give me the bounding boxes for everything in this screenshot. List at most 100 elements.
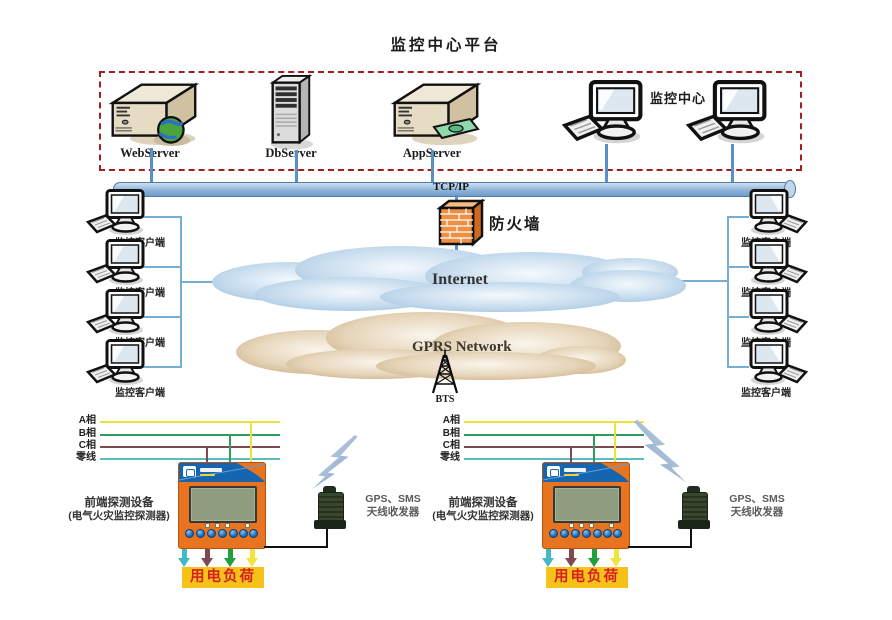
client-workstation-icon: [744, 189, 808, 237]
connector-line: [431, 150, 434, 184]
app-card-icon: [432, 118, 480, 140]
load-arrow-green: [224, 549, 237, 567]
client-workstation-icon: [86, 239, 150, 287]
device-button: [571, 529, 580, 538]
device-button: [560, 529, 569, 538]
load-arrow-cyan: [542, 549, 555, 567]
device-subtitle: (电气火灾监控探测器): [432, 510, 534, 522]
client-stub: [137, 366, 182, 368]
wireless-bolt-icon: [312, 435, 358, 489]
connector-line: [150, 148, 153, 184]
indicator-led: [225, 523, 230, 528]
client-workstation-icon: [744, 239, 808, 287]
monitoring-center-label: 监控中心: [649, 91, 706, 106]
device-subtitle: (电气火灾监控探测器): [68, 510, 170, 522]
gps-sms-line1: GPS、SMS: [729, 493, 785, 505]
gps-sms-line2: 天线收发器: [730, 506, 784, 518]
client-stub: [727, 366, 749, 368]
phase-tap: [593, 434, 595, 463]
indicator-led: [569, 523, 574, 528]
phase-c-label: C相: [78, 440, 96, 451]
db-server-label: DbServer: [265, 146, 317, 160]
device-label: 前端探测设备 (电气火灾监控探测器): [426, 497, 540, 523]
device-button: [239, 529, 248, 538]
gps-sms-line1: GPS、SMS: [365, 493, 421, 505]
antenna-transceiver-icon: [687, 486, 700, 494]
client-stub: [137, 316, 182, 318]
indicator-led: [579, 523, 584, 528]
load-arrow-yellow: [610, 549, 623, 567]
client-stub: [137, 216, 182, 218]
client-label: 监控客户端: [115, 388, 165, 399]
load-arrow-maroon: [565, 549, 578, 567]
client-label: 监控客户端: [741, 388, 791, 399]
client-workstation-icon: [86, 339, 150, 387]
connector-line: [731, 144, 734, 184]
electric-load-box: 用电负荷: [546, 567, 628, 588]
phase-tap: [229, 434, 231, 463]
client-stub: [137, 266, 182, 268]
page-title: 监控中心平台: [390, 37, 502, 54]
antenna-wire: [264, 546, 328, 548]
device-button: [603, 529, 612, 538]
phase-a-line: [100, 421, 280, 423]
device-header: [543, 463, 629, 482]
phase-tap: [206, 446, 208, 463]
gps-sms-label: GPS、SMS 天线收发器: [718, 493, 796, 519]
device-label: 前端探测设备 (电气火灾监控探测器): [62, 497, 176, 523]
client-workstation-icon: [86, 189, 150, 237]
neutral-line: [100, 458, 280, 460]
indicator-led: [589, 523, 594, 528]
client-workstation-icon: [86, 289, 150, 337]
phase-b-line: [464, 434, 644, 436]
phase-a-line: [464, 421, 644, 423]
indicator-led: [205, 523, 210, 528]
device-button: [613, 529, 622, 538]
antenna-body: [318, 492, 344, 524]
brand-logo: [183, 466, 196, 477]
phase-a-label: A相: [442, 415, 460, 426]
neutral-label: 零线: [76, 452, 96, 463]
phase-tap: [250, 421, 252, 463]
antenna-wire: [690, 527, 692, 548]
phase-c-line: [464, 446, 644, 448]
phase-b-label: B相: [78, 428, 96, 439]
client-workstation-icon: [744, 339, 808, 387]
client-workstation-icon: [744, 289, 808, 337]
phase-c-line: [100, 446, 280, 448]
gps-sms-line2: 天线收发器: [366, 506, 420, 518]
gprs-cloud: GPRS Network: [236, 312, 626, 380]
device-button: [593, 529, 602, 538]
brand-subtext: [200, 474, 215, 476]
indicator-led: [609, 523, 614, 528]
gps-sms-label: GPS、SMS 天线收发器: [354, 493, 432, 519]
right-bracket-line: [727, 216, 729, 368]
load-arrow-green: [588, 549, 601, 567]
client-stub: [727, 266, 749, 268]
client-stub: [727, 316, 749, 318]
detector-unit-left: A相 B相 C相 零线: [62, 413, 442, 608]
internet-cloud: Internet: [212, 246, 686, 312]
phase-tap: [614, 421, 616, 463]
brand-text: [200, 468, 222, 472]
monitoring-platform-box: [99, 71, 802, 171]
load-arrow-cyan: [178, 549, 191, 567]
fire-detector-device: [542, 462, 630, 549]
device-button: [249, 529, 258, 538]
indicator-led: [245, 523, 250, 528]
antenna-transceiver-icon: [323, 486, 336, 494]
tcpip-label: TCP/IP: [432, 181, 470, 193]
phase-b-label: B相: [442, 428, 460, 439]
bts-tower-icon: [427, 349, 463, 395]
db-server-icon: [263, 74, 317, 151]
fire-detector-device: [178, 462, 266, 549]
device-button: [185, 529, 194, 538]
internet-label: Internet: [432, 271, 489, 288]
connector-line: [605, 144, 608, 184]
client-stub: [727, 216, 749, 218]
neutral-label: 零线: [440, 452, 460, 463]
right-cloud-link: [652, 280, 727, 282]
device-button: [229, 529, 238, 538]
antenna-body: [682, 492, 708, 524]
